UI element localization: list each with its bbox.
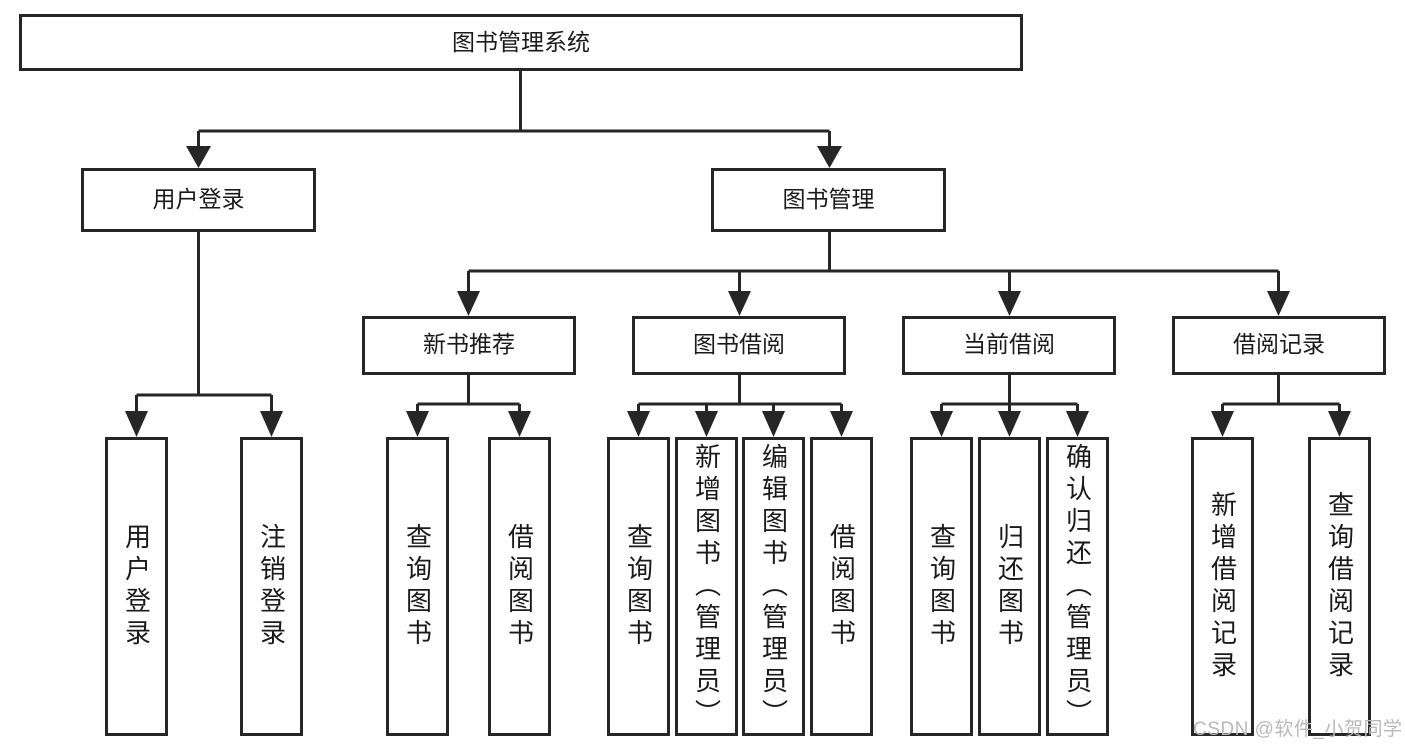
node-leaf-edit-book[interactable]: 编辑图书（管理员）	[742, 437, 805, 736]
arrowhead-book-management	[817, 146, 842, 168]
node-leaf-query-book-1[interactable]: 查询图书	[386, 437, 449, 736]
node-book-borrow[interactable]: 图书借阅	[632, 316, 846, 375]
arrowhead-leaf-return-book	[998, 411, 1021, 437]
arrowhead-book-borrow	[728, 291, 751, 316]
node-root-label: 图书管理系统	[452, 29, 590, 55]
arrowhead-leaf-query-book-3	[930, 411, 953, 437]
arrowhead-leaf-query-book-1	[406, 411, 429, 437]
node-leaf-user-login[interactable]: 用户登录	[105, 437, 168, 736]
arrowhead-current-borrow	[998, 291, 1021, 316]
node-current-borrow-rect	[902, 316, 1116, 375]
arrowhead-leaf-borrow-book-2	[830, 411, 853, 437]
node-root-system[interactable]: 图书管理系统	[19, 14, 1023, 71]
node-book-borrow-rect	[632, 316, 846, 375]
node-leaf-query-book-3-label: 查询图书	[926, 522, 957, 651]
node-current-borrow-label: 当前借阅	[963, 331, 1055, 357]
node-leaf-confirm-return-label: 确认归还（管理员）	[1062, 442, 1093, 731]
node-leaf-logout-login[interactable]: 注销登录	[240, 437, 303, 736]
arrowhead-new-book-recommend	[457, 291, 480, 316]
arrowhead-leaf-query-book-2	[627, 411, 650, 437]
node-leaf-query-book-3[interactable]: 查询图书	[910, 437, 973, 736]
node-leaf-add-record-label: 新增借阅记录	[1207, 490, 1238, 683]
node-leaf-confirm-return[interactable]: 确认归还（管理员）	[1046, 437, 1109, 736]
node-leaf-return-book[interactable]: 归还图书	[978, 437, 1041, 736]
node-leaf-borrow-book-2[interactable]: 借阅图书	[810, 437, 873, 736]
node-leaf-query-book-2-label: 查询图书	[623, 522, 654, 651]
arrowhead-leaf-add-book	[695, 411, 718, 437]
node-leaf-borrow-book-2-label: 借阅图书	[826, 522, 857, 651]
node-leaf-query-book-2[interactable]: 查询图书	[607, 437, 670, 736]
node-leaf-user-login-label: 用户登录	[121, 522, 152, 651]
node-leaf-query-record-label: 查询借阅记录	[1324, 490, 1355, 683]
arrowhead-leaf-query-record	[1328, 411, 1351, 437]
node-new-book-recommend-label: 新书推荐	[423, 331, 515, 357]
node-new-book-recommend-rect	[362, 316, 576, 375]
node-leaf-return-book-label: 归还图书	[994, 522, 1025, 651]
node-leaf-add-book[interactable]: 新增图书（管理员）	[675, 437, 738, 736]
node-leaf-borrow-book-1-label: 借阅图书	[504, 522, 535, 651]
node-leaf-add-record[interactable]: 新增借阅记录	[1191, 437, 1254, 736]
node-user-login-rect	[81, 168, 316, 232]
node-current-borrow[interactable]: 当前借阅	[902, 316, 1116, 375]
node-leaf-borrow-book-1[interactable]: 借阅图书	[488, 437, 551, 736]
node-user-login[interactable]: 用户登录	[81, 168, 316, 232]
arrowhead-leaf-borrow-book-1	[508, 411, 531, 437]
arrowhead-leaf-confirm-return	[1066, 411, 1089, 437]
node-borrow-record-rect	[1172, 316, 1386, 375]
csdn-watermark: CSDN @软件_小贺同学	[1193, 719, 1403, 740]
connector-layer	[125, 70, 1351, 437]
arrowhead-leaf-logout-login	[260, 411, 283, 437]
node-book-management-rect	[711, 168, 946, 232]
node-leaf-query-record[interactable]: 查询借阅记录	[1308, 437, 1371, 736]
node-leaf-logout-login-label: 注销登录	[256, 522, 287, 651]
arrowhead-borrow-record	[1267, 291, 1290, 316]
node-book-management[interactable]: 图书管理	[711, 168, 946, 232]
arrowhead-leaf-add-record	[1211, 411, 1234, 437]
node-borrow-record[interactable]: 借阅记录	[1172, 316, 1386, 375]
node-leaf-edit-book-label: 编辑图书（管理员）	[758, 442, 789, 731]
arrowhead-user-login	[186, 146, 211, 168]
arrowhead-leaf-user-login	[125, 411, 148, 437]
node-borrow-record-label: 借阅记录	[1233, 331, 1325, 357]
node-leaf-query-book-1-label: 查询图书	[402, 522, 433, 651]
node-book-management-label: 图书管理	[783, 186, 875, 212]
node-new-book-recommend[interactable]: 新书推荐	[362, 316, 576, 375]
node-book-borrow-label: 图书借阅	[693, 331, 785, 357]
node-leaf-add-book-label: 新增图书（管理员）	[691, 442, 722, 731]
node-user-login-label: 用户登录	[153, 186, 245, 212]
node-root-rect	[19, 14, 1023, 71]
arrowhead-leaf-edit-book	[762, 411, 785, 437]
